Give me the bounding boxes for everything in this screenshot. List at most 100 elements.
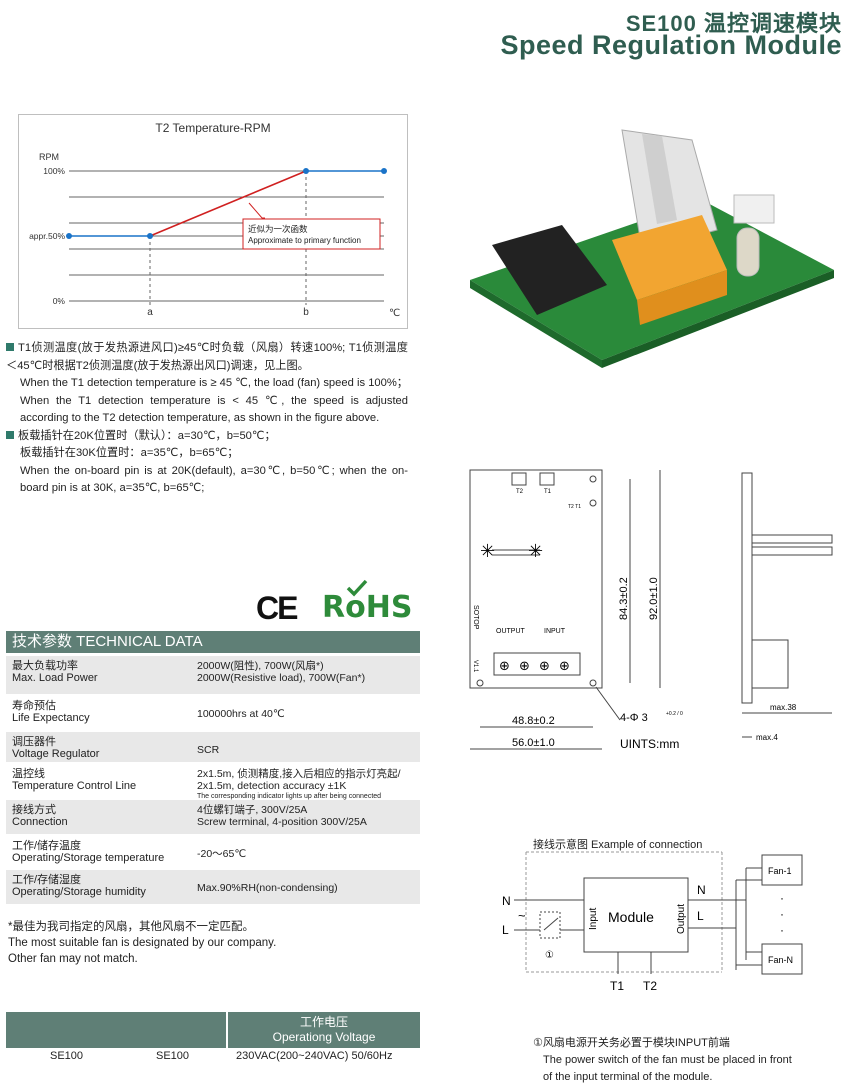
tech-value: SCR [197, 744, 219, 756]
terminal-screw-4: ⊕ [559, 658, 570, 673]
switch-lever [543, 917, 559, 931]
y-tick-label: appr.50% [29, 231, 65, 241]
chart-marks [66, 168, 387, 239]
bullet-icon [6, 430, 14, 439]
hole-top-right [589, 475, 597, 483]
ellipsis-dot-2: · [780, 907, 784, 921]
x-tick-label: a [147, 307, 153, 318]
relay-side [637, 270, 727, 325]
series-line [149, 170, 307, 237]
tech-key-en: Operating/Storage humidity [12, 886, 146, 898]
data-point [147, 233, 153, 239]
tech-key-cn: 接线方式 [12, 804, 56, 816]
y-tick-label: 0% [53, 296, 66, 306]
voltage-head-blank [6, 1012, 226, 1048]
tech-value-line: SCR [197, 744, 220, 756]
tech-value-line: 100000hrs at 40℃ [197, 708, 285, 720]
tech-key-en: Voltage Regulator [12, 748, 100, 760]
terminal-outline [493, 652, 581, 676]
fan-1-label: Fan-1 [768, 866, 792, 876]
dimension-drawing: T2 T1 T2 T1 ✳ ✳ OUTPUT INPUT ⊕ ⊕ ⊕ ⊕ SOT… [469, 469, 833, 751]
data-point [303, 168, 309, 174]
hole-dim: 4-Φ 3 [620, 712, 648, 724]
voltage-head-en: Operationg Voltage [272, 1030, 376, 1044]
description: T1侦测温度(放于发热源进风口)≥45℃时负载（风扇）转速100%; T1侦测温… [6, 340, 408, 498]
side-view-fin-2 [751, 546, 833, 556]
tech-key-cn: 工作/存储湿度 [12, 874, 82, 886]
side-view-fin-1 [751, 534, 833, 544]
switch-box [539, 911, 561, 939]
t1-connector [539, 472, 555, 486]
annotation-en: Approximate to primary function [248, 236, 361, 245]
ce-logo: CE [256, 590, 298, 626]
module-box [583, 877, 689, 953]
tech-value-line: 2000W(阻性), 700W(风扇*) [197, 660, 324, 672]
note-line-2: The most suitable fan is designated by o… [8, 937, 277, 949]
connection-diagram: N L ~ ① Input Module Output N L Fan-1 Fa… [502, 851, 803, 993]
tech-key-en: Max. Load Power [12, 672, 98, 684]
note-line-1: *最佳为我司指定的风扇，其他风扇不一定匹配。 [8, 921, 254, 933]
desc-p1-en: When the T1 detection temperature is ≥ 4… [20, 377, 408, 424]
desc-p2-cn2: 板载插针在30K位置时：a=35℃，b=65℃； [20, 447, 239, 459]
ellipsis-dot-3: · [780, 923, 784, 937]
hole-bottom-right [589, 679, 597, 687]
tech-key-en: Temperature Control Line [12, 780, 137, 792]
tech-value-line: 2x1.5m, 侦测精度,接入后相应的指示灯亮起/ [197, 768, 401, 780]
t2-connector [511, 472, 527, 486]
t2-label: T2 [516, 489, 524, 495]
tech-value-line: 4位螺钉端子, 300V/25A [197, 804, 308, 816]
tech-key-en: Connection [12, 816, 68, 828]
foot-en-2: of the input terminal of the module. [543, 1071, 713, 1083]
tech-key-cn: 调压器件 [12, 736, 56, 748]
n-right-label: N [697, 883, 706, 897]
voltage-head-cn: 工作电压 [299, 1015, 348, 1029]
terminal-screw-3: ⊕ [539, 658, 550, 673]
tech-key-cn: 最大负载功率 [12, 660, 78, 672]
y-tick-label: 100% [43, 166, 65, 176]
foot-cn: ①风扇电源开关务必置于模块INPUT前端 [533, 1037, 730, 1049]
dim-width-outer: 56.0±1.0 [512, 737, 555, 749]
product-photo [470, 129, 834, 368]
pcb-edge [470, 280, 602, 368]
capacitor [736, 227, 760, 277]
heatsink-right-icon: ✳ [528, 541, 543, 561]
rohs-check-icon [346, 579, 368, 597]
t1-label: T1 [544, 489, 552, 495]
note-line-3: Other fan may not match. [8, 953, 138, 965]
side-view-board [741, 472, 753, 704]
hole-tolerance: +0.2 / 0 [666, 711, 683, 717]
l-left-label: L [502, 923, 509, 937]
rohs-logo: RoHS [322, 590, 413, 625]
dim-width-inner: 48.8±0.2 [512, 715, 555, 727]
fan-1-box [761, 854, 803, 886]
tech-key-en: Operating/Storage temperature [12, 852, 165, 864]
dim-height-outer: 92.0±1.0 [648, 577, 660, 620]
tech-value-line: 2000W(Resistive load), 700W(Fan*) [197, 672, 366, 684]
l-right-label: L [697, 909, 704, 923]
module-output-label: Output [676, 904, 687, 934]
tech-key-cn: 寿命预估 [12, 700, 56, 712]
chart-title: T2 Temperature-RPM [155, 121, 270, 135]
fan-note: *最佳为我司指定的风扇，其他风扇不一定匹配。 The most suitable… [8, 919, 276, 967]
fan-n-box [761, 943, 803, 975]
voltage-model-2: SE100 [156, 1050, 190, 1062]
heatsink-left-icon: ✳ [480, 541, 495, 561]
heatsink-fin [642, 134, 677, 224]
pcb-edge-2 [602, 270, 834, 368]
ac-tilde: ~ [518, 908, 526, 923]
tech-value-line: Screw terminal, 4-position 300V/25A [197, 816, 367, 828]
tech-value: 2000W(阻性), 700W(风扇*)2000W(Resistive load… [197, 660, 365, 684]
desc-p2-cn1: 板载插针在20K位置时（默认）：a=30℃，b=50℃； [6, 428, 408, 446]
tech-heading: 技术参数 TECHNICAL DATA [6, 631, 420, 653]
hole-bottom-left [476, 679, 484, 687]
output-label: OUTPUT [496, 628, 526, 635]
relay [612, 215, 727, 300]
module-label: Module [608, 909, 654, 925]
